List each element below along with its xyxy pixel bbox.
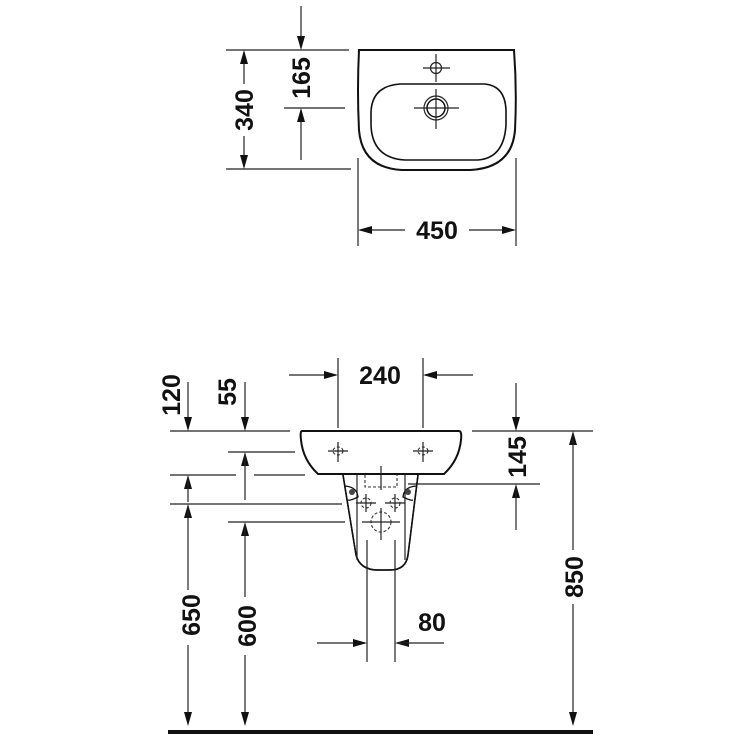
pedestal [342, 466, 419, 662]
top-view: 340 165 450 [226, 6, 517, 246]
arrow-up-icon [297, 108, 305, 122]
supply-hole-right-icon [385, 494, 405, 512]
arrow-right-icon [324, 371, 338, 379]
dim-label-240: 240 [359, 362, 401, 390]
basin-outline-front [299, 430, 463, 475]
waste-hole-icon [362, 508, 400, 540]
arrow-down-icon [184, 417, 192, 431]
fixing-hole-right-icon [413, 442, 433, 462]
dim-label-145: 145 [504, 436, 532, 478]
arrow-down-icon [241, 712, 249, 726]
fixing-hole-left-icon [328, 442, 348, 462]
bowl-outline-plan [370, 83, 507, 161]
dim-label-120: 120 [158, 374, 186, 416]
arrow-down-icon [569, 712, 577, 726]
bolt-right-icon [405, 489, 411, 495]
bolt-left-icon [349, 489, 355, 495]
arrow-right-icon [502, 226, 516, 234]
arrow-down-icon [512, 417, 520, 431]
arrow-down-icon [184, 712, 192, 726]
dim-label-340: 340 [231, 89, 259, 131]
bracket-right-icon [402, 485, 417, 501]
arrow-right-icon [353, 639, 367, 647]
dim-label-600: 600 [234, 605, 262, 647]
dim-label-165: 165 [288, 57, 316, 99]
dim-label-650: 650 [178, 594, 206, 636]
dim-label-850: 850 [561, 556, 589, 598]
arrow-down-icon [297, 36, 305, 50]
arrow-up-icon [240, 50, 248, 64]
arrow-down-icon [241, 417, 249, 431]
bracket-left-icon [344, 485, 359, 501]
dim-label-55: 55 [214, 378, 242, 406]
arrow-left-icon [358, 226, 372, 234]
front-view: 240 120 55 650 600 [158, 358, 593, 734]
dim-label-450: 450 [416, 217, 458, 245]
arrow-down-icon [240, 155, 248, 169]
basin-outline-plan [357, 49, 517, 171]
supply-hole-left-icon [356, 494, 376, 512]
dim-label-80: 80 [418, 609, 446, 637]
arrow-left-icon [423, 371, 437, 379]
